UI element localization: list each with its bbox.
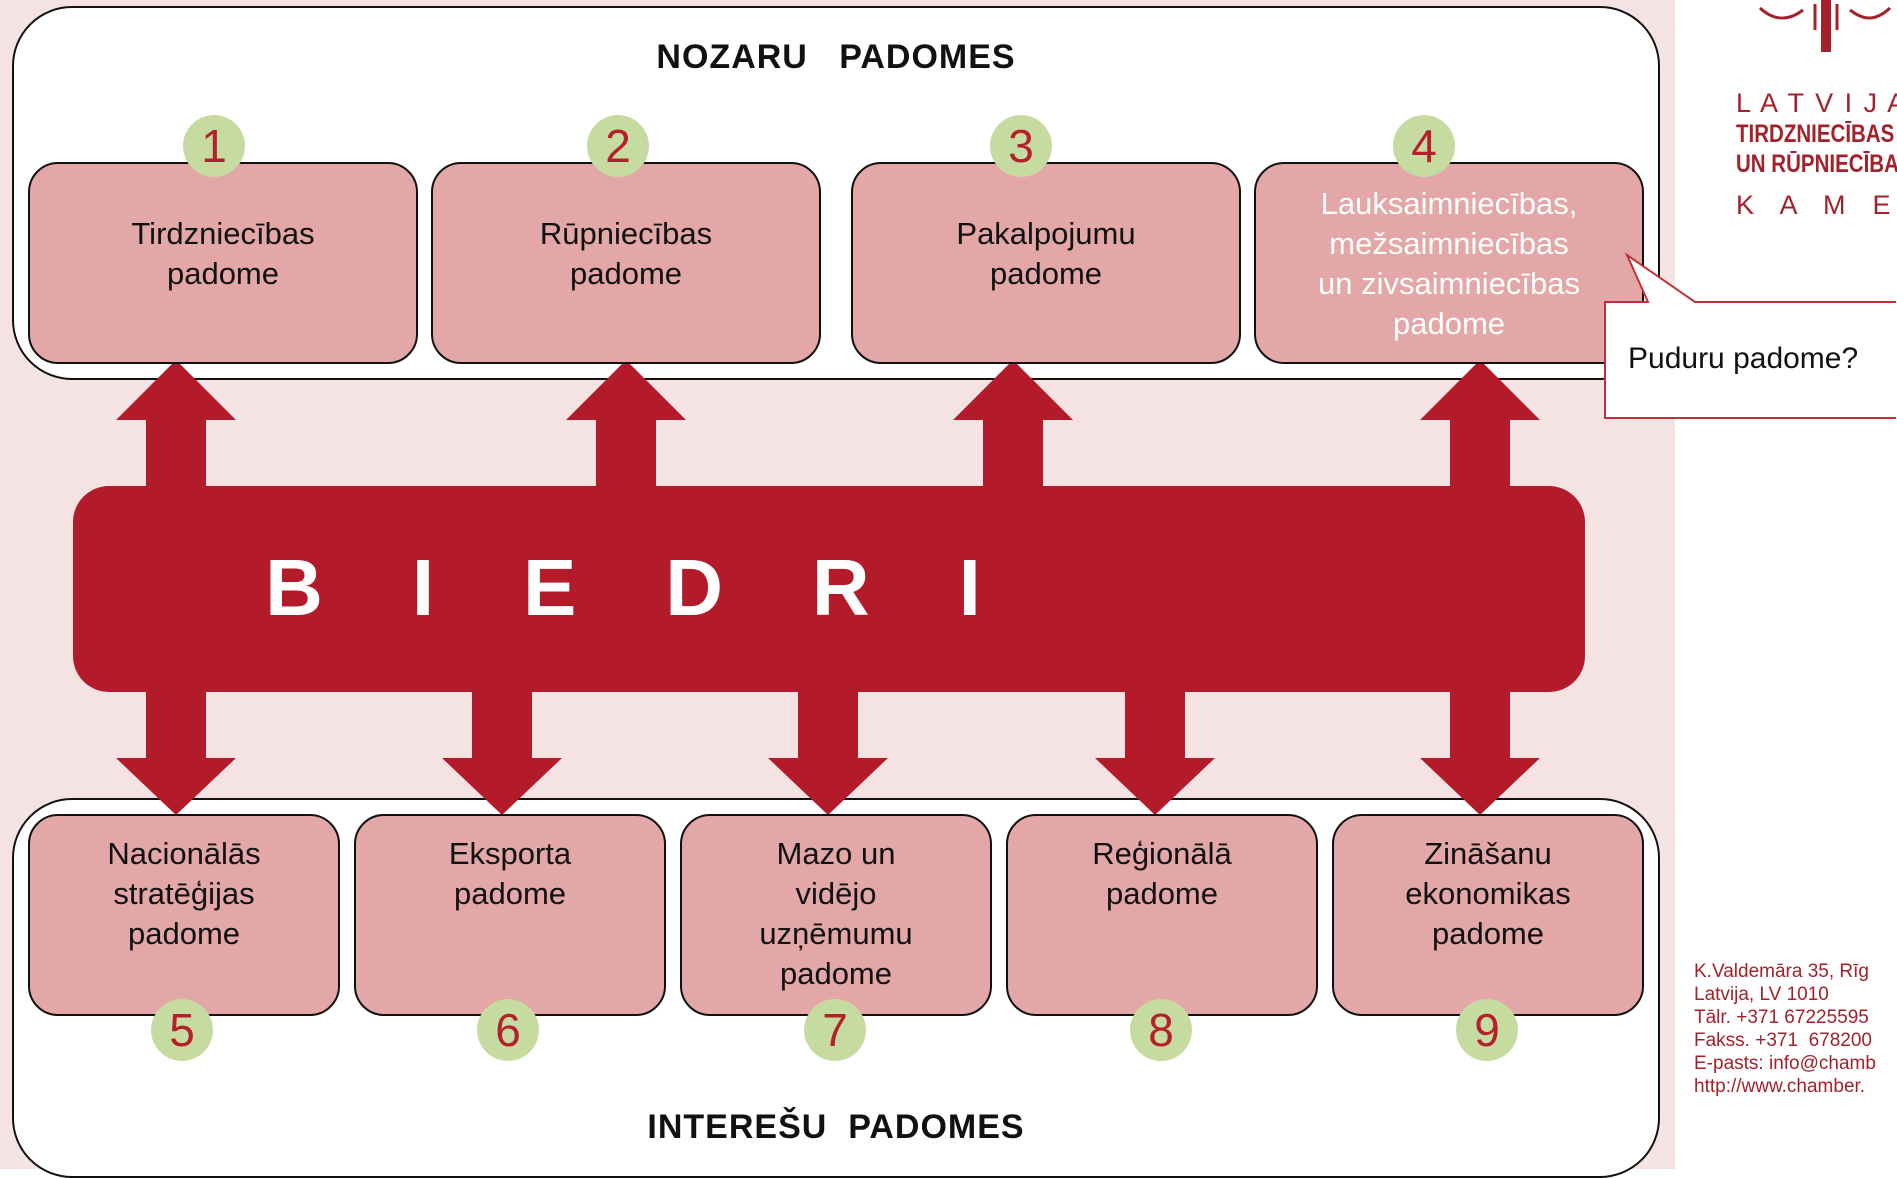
council-services-label: Pakalpojumu padome: [956, 216, 1136, 291]
callout-text: Puduru padome?: [1628, 342, 1859, 375]
logo-line-4: K A M E R A: [1736, 190, 1895, 220]
contact-address: K.Valdemāra 35, Rīg: [1694, 961, 1869, 982]
down-arrow-5: [116, 690, 236, 815]
council-number-badge: 8: [1130, 999, 1192, 1061]
down-arrow-8: [1095, 690, 1215, 815]
down-arrow-9: [1420, 690, 1540, 815]
up-arrow-4: [1420, 360, 1540, 488]
council-knowledge-economy-label: Zināšanu ekonomikas padome: [1405, 836, 1571, 951]
contact-city: Latvija, LV 1010: [1694, 984, 1829, 1005]
council-national-strategy: Nacionālās stratēģijas padome: [28, 814, 340, 1016]
contact-email[interactable]: E-pasts: info@chamb: [1694, 1053, 1876, 1074]
council-agriculture-label: Lauksaimniecības, mežsaimniecības un ziv…: [1318, 186, 1580, 341]
interest-councils-title: INTEREŠU PADOMES: [647, 1108, 1025, 1146]
logo-line-1: L A T V I J A S: [1736, 88, 1897, 118]
council-number-badge: 4: [1393, 115, 1455, 177]
contact-fax: Fakss. +371 678200: [1694, 1030, 1872, 1051]
logo-line-3: UN RŪPNIECĪBAS: [1736, 150, 1897, 178]
council-trade-label: Tirdzniecības padome: [131, 216, 315, 291]
council-export-label: Eksporta padome: [448, 836, 572, 911]
members-bar-label: B I E D R I: [265, 543, 981, 632]
council-regional: Reģionālā padome: [1006, 814, 1318, 1016]
council-number-badge: 1: [183, 115, 245, 177]
down-arrow-7: [768, 690, 888, 815]
contact-phone: Tālr. +371 67225595: [1694, 1007, 1869, 1028]
logo-line-2: TIRDZNIECĪBAS: [1736, 120, 1895, 148]
council-industry-label: Rūpniecības padome: [539, 216, 713, 291]
chamber-logo-emblem-icon: [1758, 0, 1892, 52]
council-number-badge: 5: [151, 999, 213, 1061]
up-arrow-3: [953, 360, 1073, 488]
council-trade: Tirdzniecības padome: [28, 162, 418, 364]
council-number-badge: 6: [477, 999, 539, 1061]
council-agriculture: Lauksaimniecības, mežsaimniecības un ziv…: [1254, 162, 1644, 364]
down-arrow-6: [442, 690, 562, 815]
callout-bubble: [1604, 252, 1896, 419]
contact-info: K.Valdemāra 35, Rīg Latvija, LV 1010 Tāl…: [1694, 960, 1876, 1098]
council-industry: Rūpniecības padome: [431, 162, 821, 364]
council-sme-label: Mazo un vidējo uzņēmumu padome: [759, 836, 913, 991]
contact-website-link[interactable]: http://www.chamber.: [1694, 1076, 1866, 1097]
up-arrow-1: [116, 360, 236, 488]
council-number-badge: 9: [1456, 999, 1518, 1061]
council-national-strategy-label: Nacionālās stratēģijas padome: [107, 836, 261, 951]
council-sme: Mazo un vidējo uzņēmumu padome: [680, 814, 992, 1016]
council-services: Pakalpojumu padome: [851, 162, 1241, 364]
council-regional-label: Reģionālā padome: [1092, 836, 1232, 911]
council-number-badge: 2: [587, 115, 649, 177]
council-number-badge: 7: [804, 999, 866, 1061]
council-number-badge: 3: [990, 115, 1052, 177]
council-export: Eksporta padome: [354, 814, 666, 1016]
sector-councils-title: NOZARU PADOMES: [656, 38, 1016, 76]
up-arrow-2: [566, 360, 686, 488]
council-knowledge-economy: Zināšanu ekonomikas padome: [1332, 814, 1644, 1016]
members-arrows-diagram: [73, 360, 1585, 815]
members-bar: [73, 486, 1585, 692]
